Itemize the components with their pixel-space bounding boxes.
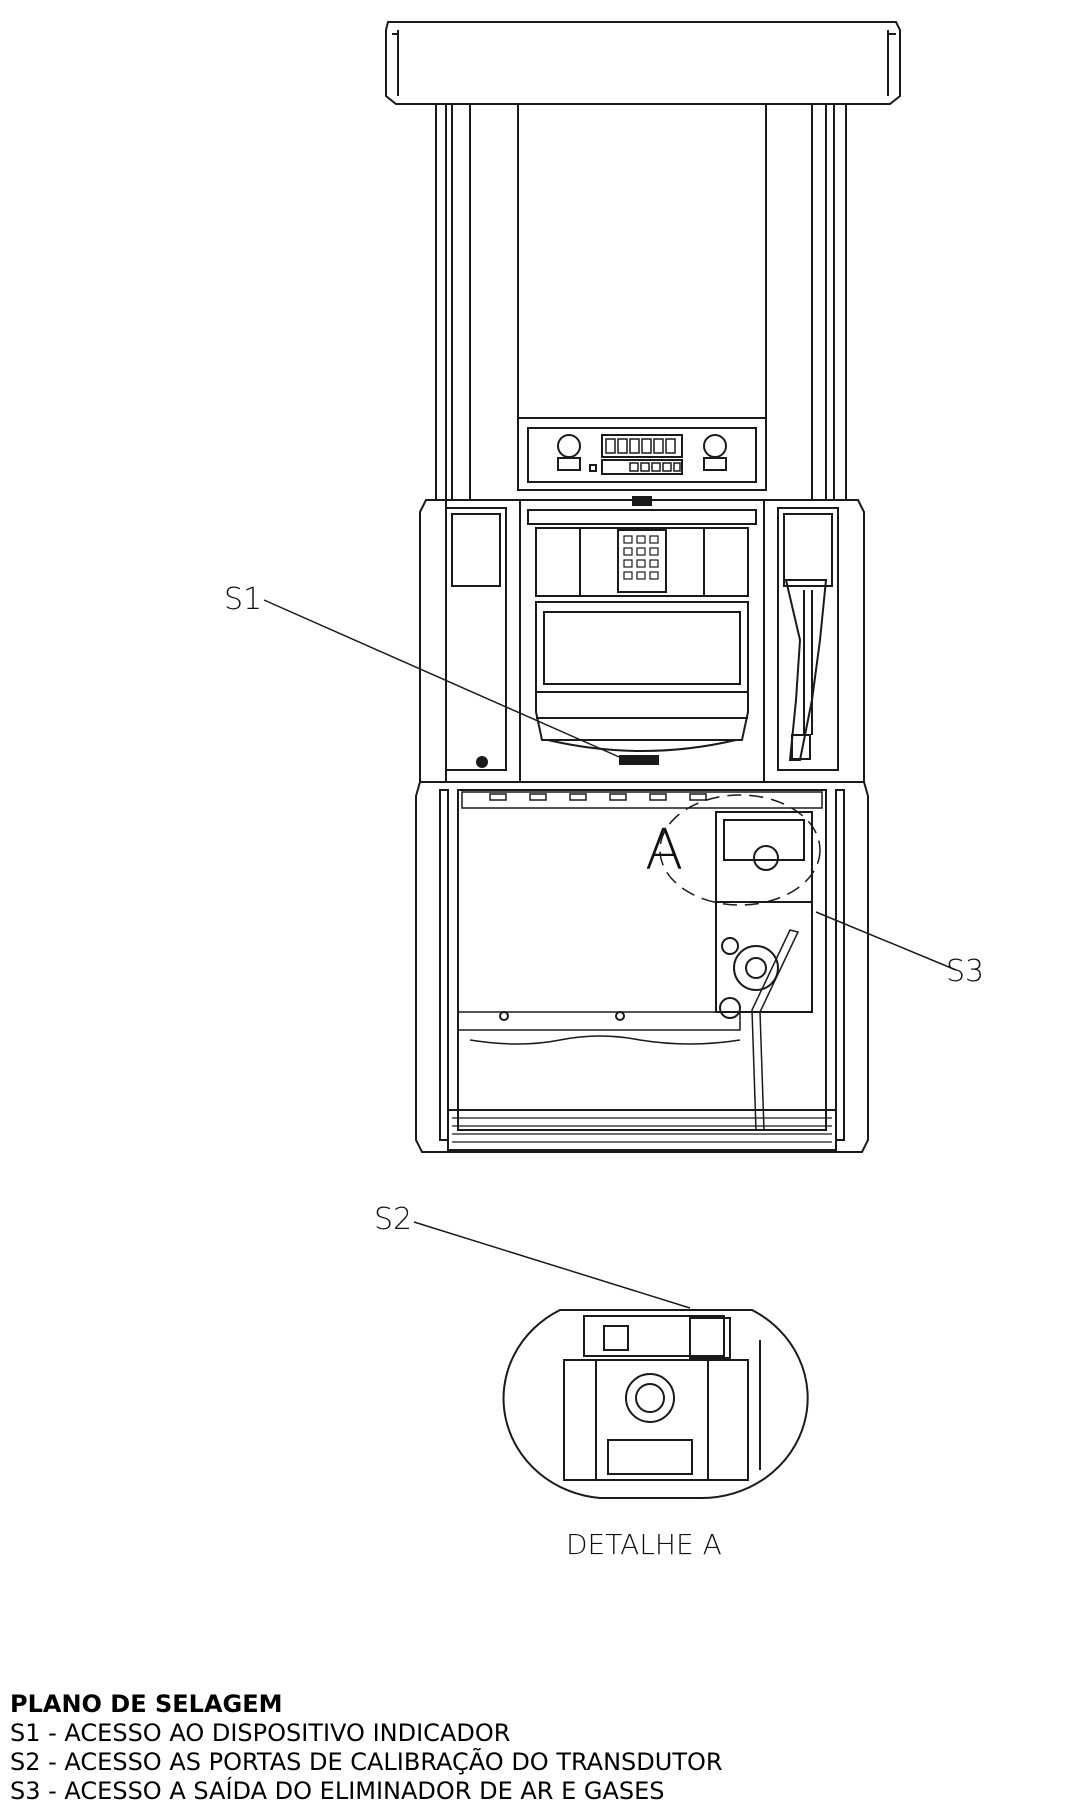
legend-item-s1: S1 - ACESSO AO DISPOSITIVO INDICADOR (10, 1719, 511, 1747)
cabinet-lower (415, 781, 869, 1153)
sealing-plan-legend: PLANO DE SELAGEM S1 - ACESSO AO DISPOSIT… (10, 1690, 723, 1806)
display-head (517, 417, 767, 491)
cabinet-upper (419, 496, 865, 783)
leader-lines (263, 599, 957, 1309)
detail-reference-label: A (645, 818, 684, 883)
support-columns (435, 104, 847, 500)
legend-item-s3: S3 - ACESSO A SAÍDA DO ELIMINADOR DE AR … (10, 1777, 665, 1805)
canopy-header (385, 21, 901, 105)
callout-s1: S1 (224, 582, 263, 617)
detail-caption: DETALHE A (566, 1528, 722, 1561)
callout-s3: S3 (946, 954, 985, 989)
detail-a-view (502, 1309, 809, 1500)
callout-s2: S2 (374, 1202, 413, 1237)
legend-item-s2: S2 - ACESSO AS PORTAS DE CALIBRAÇÃO DO T… (10, 1748, 723, 1776)
legend-title: PLANO DE SELAGEM (10, 1690, 283, 1718)
